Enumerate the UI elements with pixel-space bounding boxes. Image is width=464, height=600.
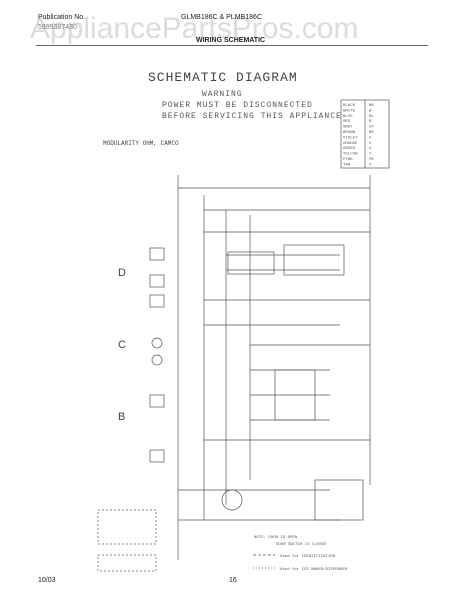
- color-code-name: GRAY: [343, 126, 353, 130]
- color-code-name: BLACK: [343, 104, 356, 108]
- warning-line-2: BEFORE SERVICING THIS APPLIANCE: [162, 112, 342, 121]
- color-code-abbrev: G: [369, 147, 372, 151]
- color-code-name: PINK: [343, 158, 353, 162]
- schematic-note: Used for ICE MAKER/DISPENSER: [280, 567, 348, 572]
- color-code-abbrev: BR: [369, 131, 374, 135]
- section-title: WIRING SCHEMATIC: [196, 37, 266, 44]
- color-code-name: GREEN: [343, 147, 356, 151]
- color-code-abbrev: BK: [369, 104, 374, 108]
- schematic-note: Used for IDENTIFICATION: [280, 554, 336, 559]
- section-letter-c: C: [118, 339, 126, 351]
- color-code-abbrev: V: [369, 136, 372, 140]
- header-rule: [36, 45, 428, 46]
- page-number: 16: [229, 577, 237, 584]
- color-code-abbrev: W: [369, 109, 372, 113]
- color-code-abbrev: BL: [369, 115, 374, 119]
- publication-number: 5995387430: [38, 24, 77, 31]
- publication-label: Publication No.: [38, 14, 86, 21]
- color-code-name: YELLOW: [343, 153, 358, 157]
- section-letter-b: B: [118, 411, 125, 423]
- color-code-name: RED: [343, 120, 351, 124]
- warning-heading: WARNING: [202, 90, 243, 99]
- diagram-title: SCHEMATIC DIAGRAM: [148, 70, 298, 85]
- schematic-notes: NOTE: DOOR IS OPEN DOOR SWITCH IS CLOSED U…: [254, 536, 348, 572]
- warning-line-1: POWER MUST BE DISCONNECTED: [162, 101, 313, 110]
- color-code-name: BLUE: [343, 115, 353, 119]
- section-letter-d: D: [118, 267, 126, 279]
- footer-date: 10/03: [38, 577, 56, 584]
- color-code-abbrev: R: [369, 120, 372, 124]
- color-code-name: WHITE: [343, 109, 356, 113]
- schematic-note: DOOR SWITCH IS CLOSED: [276, 543, 327, 547]
- modularity-label: MODULARITY OHM, CAMCO: [103, 140, 179, 147]
- watermark: AppliancePartsPros.com: [30, 12, 359, 45]
- color-code-abbrev: T: [369, 163, 372, 167]
- model-numbers: GLMB186C & PLMB186C: [181, 14, 262, 21]
- color-code-name: BROWN: [343, 131, 356, 135]
- schematic-note: NOTE: DOOR IS OPEN: [254, 536, 298, 540]
- color-code-table: BLACK BK WHITE W BLUE BL RED R GRAY GY BROWN BR VIOL…: [343, 104, 374, 167]
- color-code-abbrev: GY: [369, 126, 374, 130]
- color-code-name: ORANGE: [343, 142, 358, 146]
- color-code-abbrev: O: [369, 142, 372, 146]
- color-code-name: TAN: [343, 163, 351, 167]
- color-code-abbrev: PK: [369, 158, 374, 162]
- color-code-abbrev: Y: [369, 153, 372, 157]
- color-code-name: VIOLET: [343, 136, 358, 140]
